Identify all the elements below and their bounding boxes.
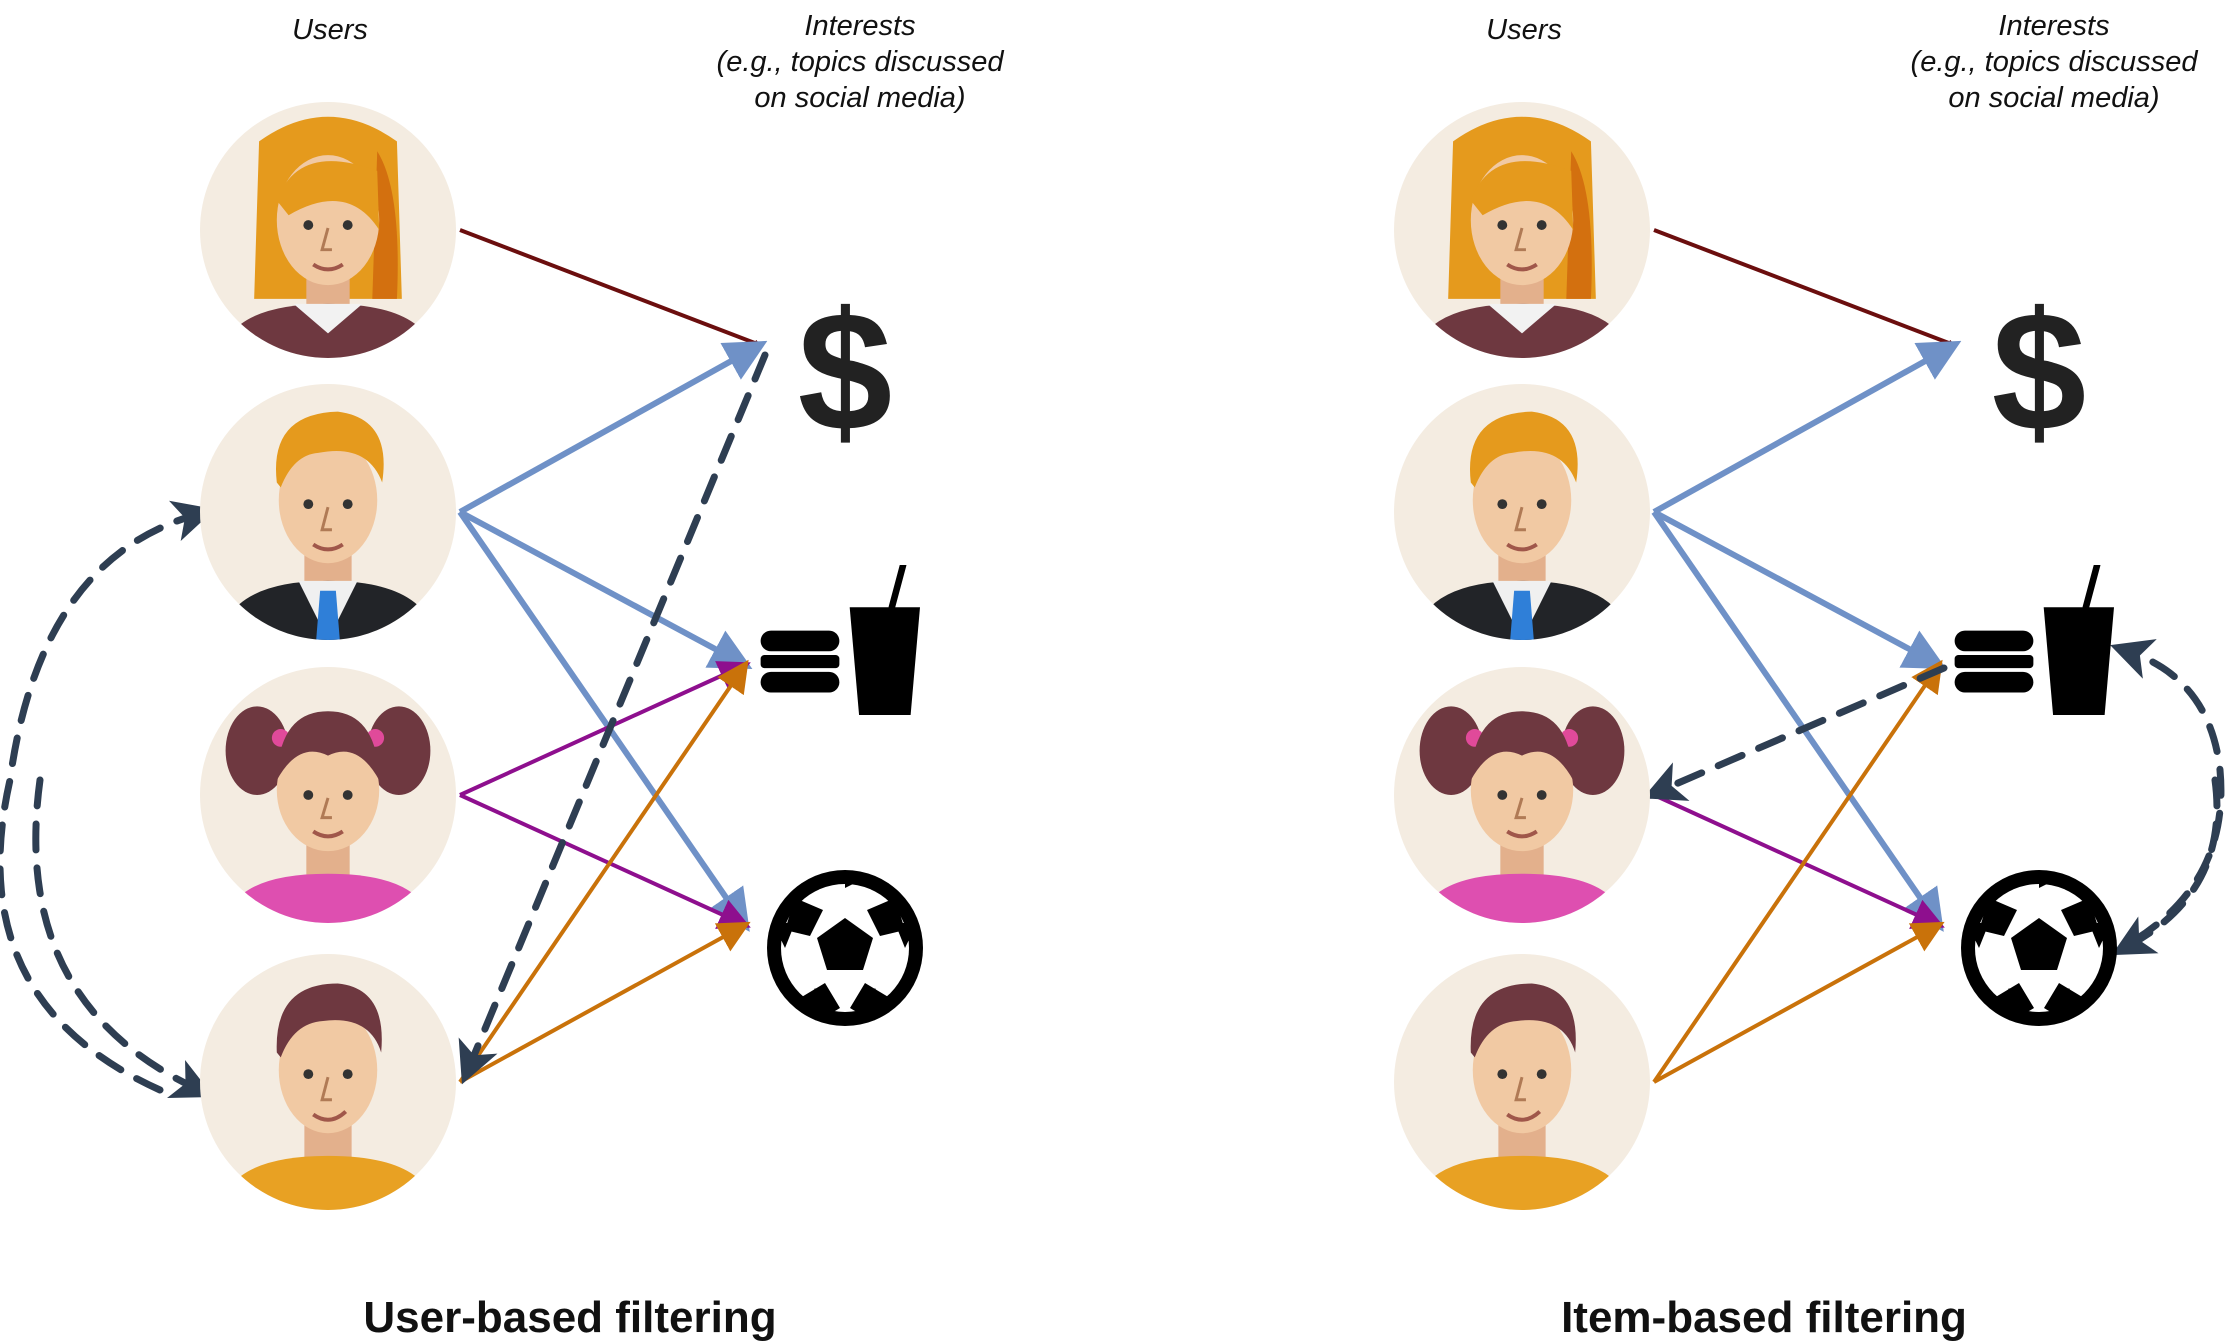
interests-header-left: Interests (e.g., topics discussed on soc… (630, 8, 1090, 116)
recommendation-arrow (458, 351, 769, 1085)
dollar-icon: $ (798, 277, 893, 467)
interests-header-line: (e.g., topics discussed (716, 46, 1004, 78)
link-man-suit-money (458, 340, 768, 515)
item-based-filtering-title: Item-based filtering (1561, 1293, 1967, 1342)
users-header-left: Users (292, 14, 368, 46)
users-header-right: Users (1486, 14, 1562, 46)
link-man-suit-fastfood (458, 509, 753, 669)
link-girl-pigtails-soccer (459, 793, 751, 929)
user-based-filtering-title: User-based filtering (363, 1293, 777, 1342)
link-young-man-soccer (459, 921, 751, 1084)
user-based-panel: $ (0, 102, 923, 1210)
fast-food-icon (761, 565, 920, 715)
link-woman-blonde-money (459, 228, 762, 347)
link-girl-pigtails-fastfood (459, 661, 751, 797)
link-man-suit-money (1652, 340, 1962, 515)
businessman-avatar-icon (200, 384, 456, 640)
man-avatar-icon (200, 954, 456, 1210)
woman-avatar-icon (1394, 102, 1650, 358)
soccer-ball-icon (767, 870, 923, 1026)
woman-avatar-icon (200, 102, 456, 358)
link-man-suit-fastfood (1652, 509, 1947, 669)
girl-avatar-icon (1394, 667, 1650, 923)
similarity-arrow (2110, 639, 2225, 944)
man-avatar-icon (1394, 954, 1650, 1210)
link-woman-blonde-money (1653, 228, 1956, 347)
link-young-man-fastfood (1652, 659, 1943, 1084)
link-girl-pigtails-soccer (1653, 793, 1945, 929)
link-man-suit-soccer (457, 510, 750, 932)
businessman-avatar-icon (1394, 384, 1650, 640)
interests-header-right: Interests (e.g., topics discussed on soc… (1824, 8, 2238, 116)
similarity-arrow (32, 776, 214, 1098)
item-based-panel: $ (1394, 102, 2225, 1210)
interests-header-line: (e.g., topics discussed (1910, 46, 2198, 78)
interests-header-line: Interests (804, 10, 916, 42)
link-young-man-fastfood (458, 659, 749, 1084)
interests-header-line: Interests (1998, 10, 2110, 42)
similarity-arrow (0, 500, 216, 1094)
interests-header-line: on social media) (1948, 82, 2160, 114)
link-man-suit-soccer (1651, 510, 1944, 932)
recommendation-arrow (1642, 664, 1948, 801)
link-young-man-soccer (1653, 921, 1945, 1084)
fast-food-icon (1955, 565, 2114, 715)
dollar-icon: $ (1992, 277, 2087, 467)
interests-header-line: on social media) (754, 82, 966, 114)
girl-avatar-icon (200, 667, 456, 923)
similarity-arrow (2111, 776, 2221, 956)
soccer-ball-icon (1961, 870, 2117, 1026)
